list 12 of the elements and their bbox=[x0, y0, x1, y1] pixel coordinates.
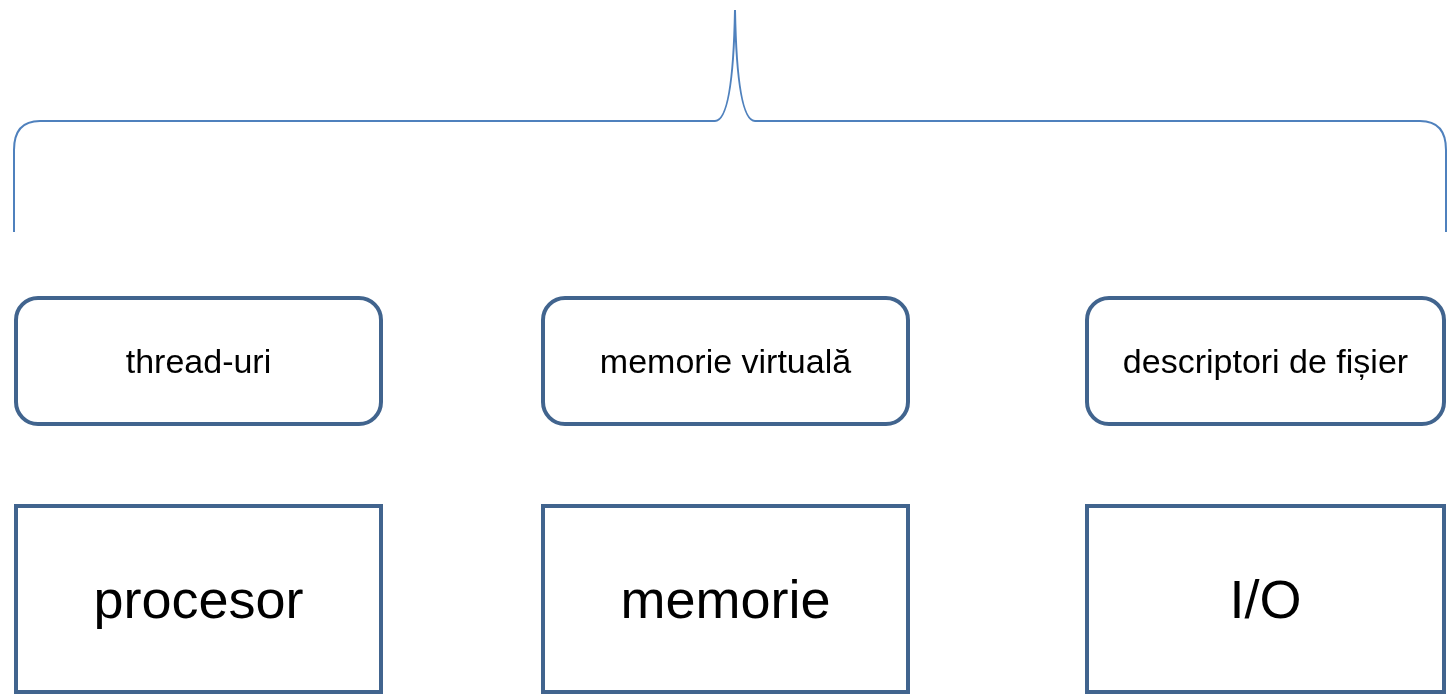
box-label: descriptori de fișier bbox=[1122, 340, 1409, 382]
process-box bbox=[1085, 504, 1446, 694]
box-label: I/O bbox=[1229, 567, 1302, 631]
box-label: memorie bbox=[620, 567, 831, 631]
rounded-box bbox=[541, 296, 910, 426]
box-label: thread-uri bbox=[125, 340, 272, 382]
process-box bbox=[541, 504, 910, 694]
box-label: procesor bbox=[93, 567, 304, 631]
process-box bbox=[14, 504, 383, 694]
rounded-box bbox=[1085, 296, 1446, 426]
rounded-box bbox=[14, 296, 383, 426]
box-label: memorie virtuală bbox=[599, 340, 852, 382]
